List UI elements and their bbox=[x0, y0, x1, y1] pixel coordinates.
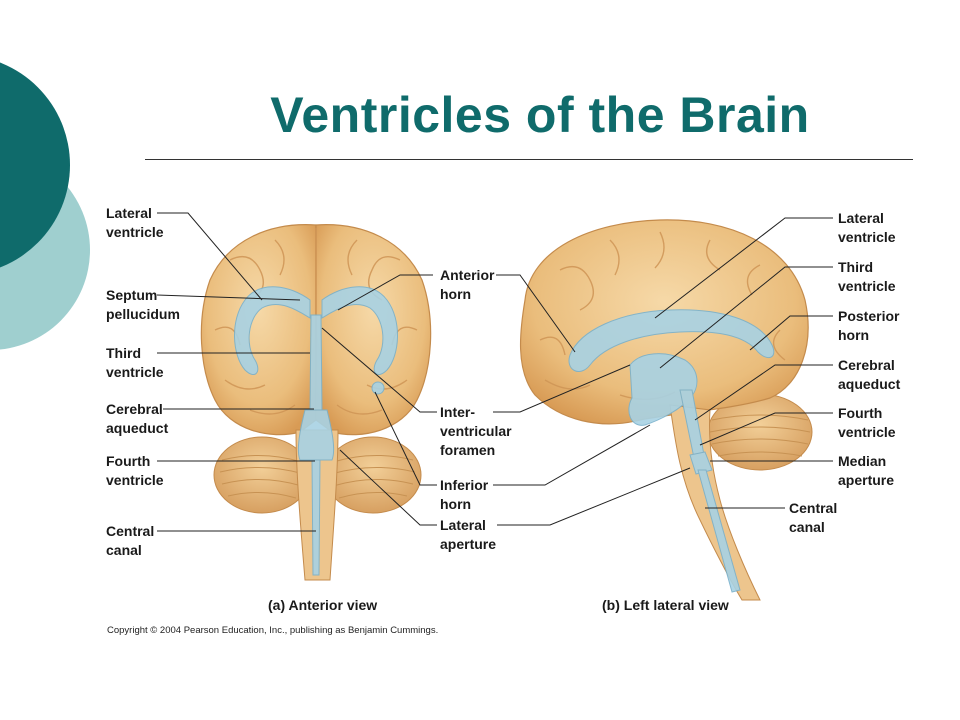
page-title: Ventricles of the Brain bbox=[270, 87, 810, 143]
label-central-canal-lateral: Central canal bbox=[789, 500, 838, 535]
caption-anterior-view: (a) Anterior view bbox=[268, 597, 378, 613]
label-inferior-horn: Inferior horn bbox=[440, 477, 489, 512]
label-septum-pellucidum: Septum pellucidum bbox=[106, 287, 180, 322]
label-fourth-ventricle-anterior: Fourth ventricle bbox=[106, 453, 164, 488]
lateral-view-brain bbox=[519, 219, 813, 601]
copyright-notice: Copyright © 2004 Pearson Education, Inc.… bbox=[107, 625, 439, 636]
label-posterior-horn: Posterior horn bbox=[838, 308, 900, 343]
label-cerebral-aqueduct-lateral: Cerebral aqueduct bbox=[838, 357, 901, 392]
decorative-circles bbox=[0, 62, 90, 350]
label-third-ventricle-lateral: Third ventricle bbox=[838, 259, 896, 294]
label-anterior-horn: Anterior horn bbox=[440, 267, 495, 302]
label-cerebral-aqueduct-anterior: Cerebral aqueduct bbox=[106, 401, 169, 436]
label-central-canal-anterior: Central canal bbox=[106, 523, 155, 558]
label-lateral-aperture: Lateral aperture bbox=[440, 517, 497, 552]
label-fourth-ventricle-lateral: Fourth ventricle bbox=[838, 405, 896, 440]
label-interventricular-foramen: Inter- ventricular foramen bbox=[440, 404, 512, 458]
label-median-aperture: Median aperture bbox=[838, 453, 895, 488]
caption-lateral-view: (b) Left lateral view bbox=[602, 597, 729, 613]
label-lateral-ventricle-lateral: Lateral ventricle bbox=[838, 210, 896, 245]
label-lateral-ventricle-anterior: Lateral ventricle bbox=[106, 205, 164, 240]
label-third-ventricle-anterior: Third ventricle bbox=[106, 345, 164, 380]
title-divider bbox=[145, 159, 913, 160]
anterior-view-brain bbox=[200, 224, 432, 581]
